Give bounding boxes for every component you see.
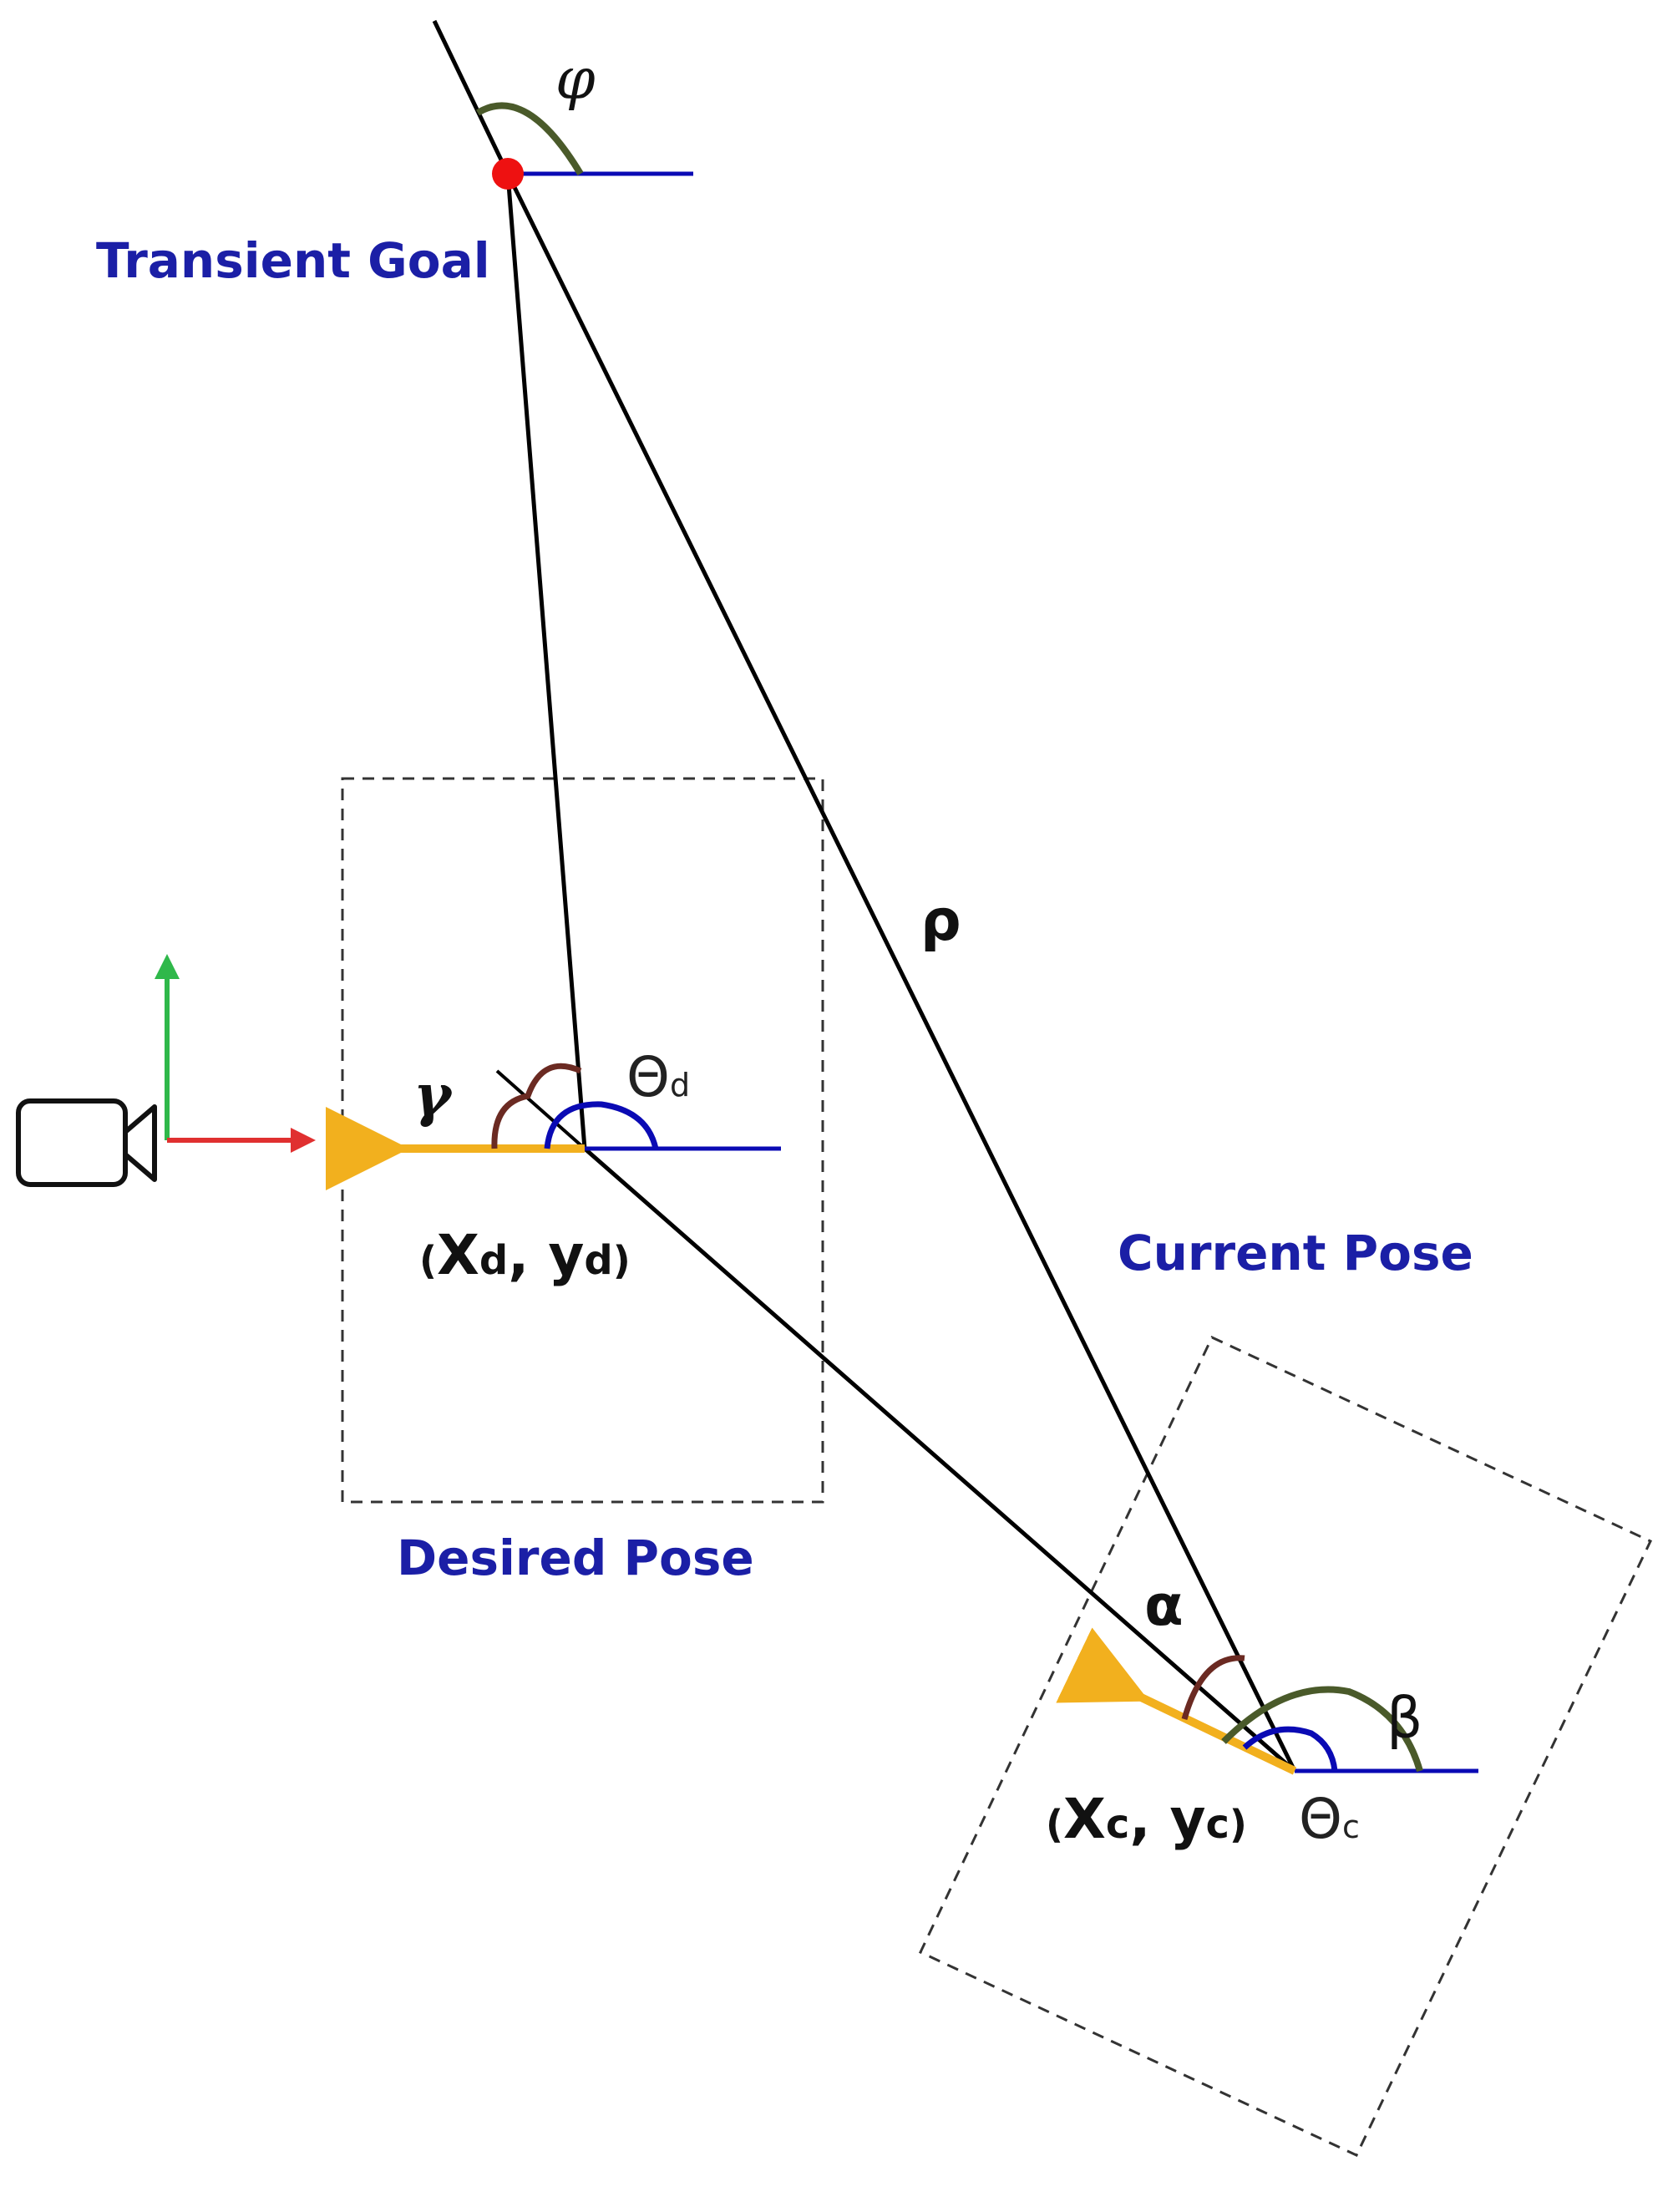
desired-coordinate-label: (Xd, yd)	[419, 1223, 631, 1287]
rho-label: ρ	[920, 888, 961, 954]
transient-goal-point	[492, 158, 524, 190]
desired-to-current-line	[583, 1147, 1296, 1773]
goal-heading-line	[432, 19, 510, 175]
theta-c-label: Θc	[1299, 1787, 1360, 1851]
gamma-label: γ	[413, 1063, 454, 1129]
alpha-arc	[1181, 1655, 1245, 1720]
phi-label: φ	[555, 47, 596, 113]
theta-d-label: Θd	[626, 1045, 690, 1109]
desired-pose-label: Desired Pose	[397, 1530, 754, 1586]
gamma-arc	[491, 1063, 582, 1149]
phi-arc	[475, 102, 584, 176]
transient-goal-label: Transient Goal	[96, 232, 490, 289]
current-pose-box	[918, 1336, 1653, 2157]
theta-d-arc	[544, 1101, 659, 1149]
theta-c-arc	[1242, 1726, 1338, 1772]
current-heading-arrow	[1056, 1627, 1297, 1775]
desired-heading-line	[495, 1069, 586, 1150]
current-pose-label: Current Pose	[1118, 1225, 1473, 1281]
rho-line	[505, 172, 1297, 1773]
y-axis-arrowhead	[155, 954, 180, 979]
current-coordinate-label: (Xc, yc)	[1046, 1787, 1247, 1851]
camera-icon	[16, 1098, 157, 1187]
goal-to-desired-line	[505, 173, 587, 1149]
beta-arc	[1221, 1686, 1423, 1773]
beta-label: β	[1387, 1686, 1422, 1752]
x-axis-arrowhead	[291, 1128, 316, 1153]
alpha-label: α	[1144, 1573, 1184, 1639]
